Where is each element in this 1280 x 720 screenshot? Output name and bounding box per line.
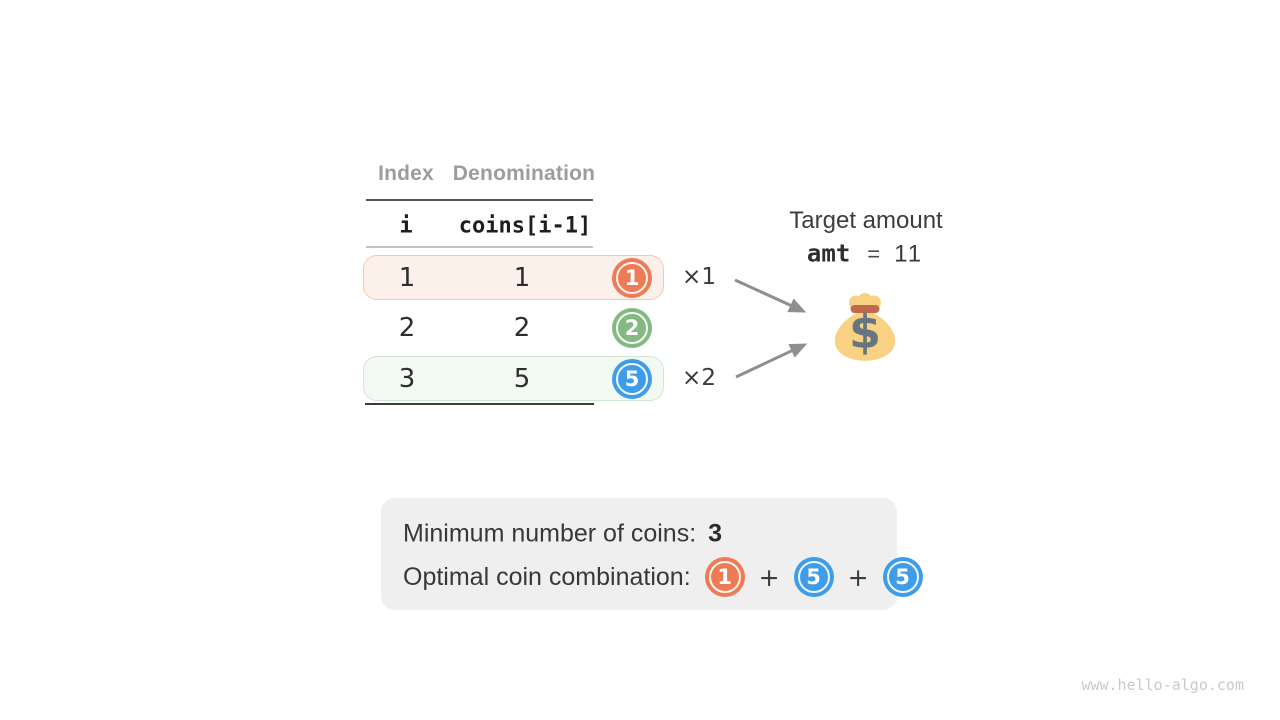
arrow-row3-icon: [735, 343, 808, 379]
summary-min-coins-line: Minimum number of coins: 3: [403, 520, 722, 549]
table-rule-middle: [366, 246, 593, 248]
row1-index: 1: [398, 262, 416, 293]
table-header-index: Index: [378, 162, 434, 185]
row1-denomination: 1: [513, 262, 531, 293]
min-coins-label: Minimum number of coins:: [403, 519, 697, 548]
target-amount-title: Target amount: [789, 207, 943, 234]
coin-2-icon: 2: [612, 308, 652, 348]
row2-index: 2: [398, 312, 416, 343]
combination-coin-3-label: 5: [895, 564, 910, 589]
coin-5-icon: 5: [612, 359, 652, 399]
amt-variable: amt: [806, 239, 851, 268]
combination-coin-1-label: 1: [717, 564, 732, 589]
coin-1-icon: 1: [612, 258, 652, 298]
coin-1-label: 1: [624, 265, 640, 290]
combination-coin-3-icon: 5: [882, 557, 923, 597]
bag-dollar-sign: $: [849, 305, 881, 359]
bag-tie: [850, 305, 880, 313]
combination-coin-2-icon: 5: [793, 557, 834, 597]
table-row: 3 5 5: [363, 356, 664, 401]
multiplier-x2: ×2: [682, 365, 716, 391]
table-row: 1 1 1: [363, 255, 664, 300]
row3-denomination: 5: [513, 363, 531, 394]
row2-denomination: 2: [513, 312, 531, 343]
min-coins-value: 3: [708, 519, 723, 548]
coin-2-label: 2: [624, 315, 640, 340]
row3-index: 3: [398, 363, 416, 394]
equals-sign: =: [867, 241, 881, 267]
plus-sign: +: [758, 562, 780, 592]
arrow-row1-icon: [734, 278, 807, 313]
target-amount-expression: amt = 11: [807, 240, 923, 269]
watermark: www.hello-algo.com: [1081, 676, 1244, 694]
plus-sign: +: [847, 562, 869, 592]
table-code-header-coins: coins[i-1]: [458, 213, 592, 239]
money-bag-icon: $: [834, 293, 896, 361]
combination-label: Optimal coin combination:: [403, 562, 691, 591]
table-rule-bottom: [365, 403, 594, 406]
summary-combination-line: Optimal coin combination: 1 + 5 + 5: [403, 557, 923, 597]
combination-coin-2-label: 5: [806, 564, 821, 589]
multiplier-x1: ×1: [682, 264, 716, 290]
table-rule-top: [366, 199, 593, 201]
arrows-to-bag: [734, 278, 808, 379]
coin-5-label: 5: [624, 366, 640, 391]
bag-body: [834, 313, 896, 361]
combination-coin-1-icon: 1: [704, 557, 745, 597]
amt-value: 11: [894, 240, 924, 268]
table-row: 2 2 2: [363, 305, 664, 350]
table-header-denomination: Denomination: [452, 162, 596, 185]
table-code-header-i: i: [399, 213, 413, 239]
